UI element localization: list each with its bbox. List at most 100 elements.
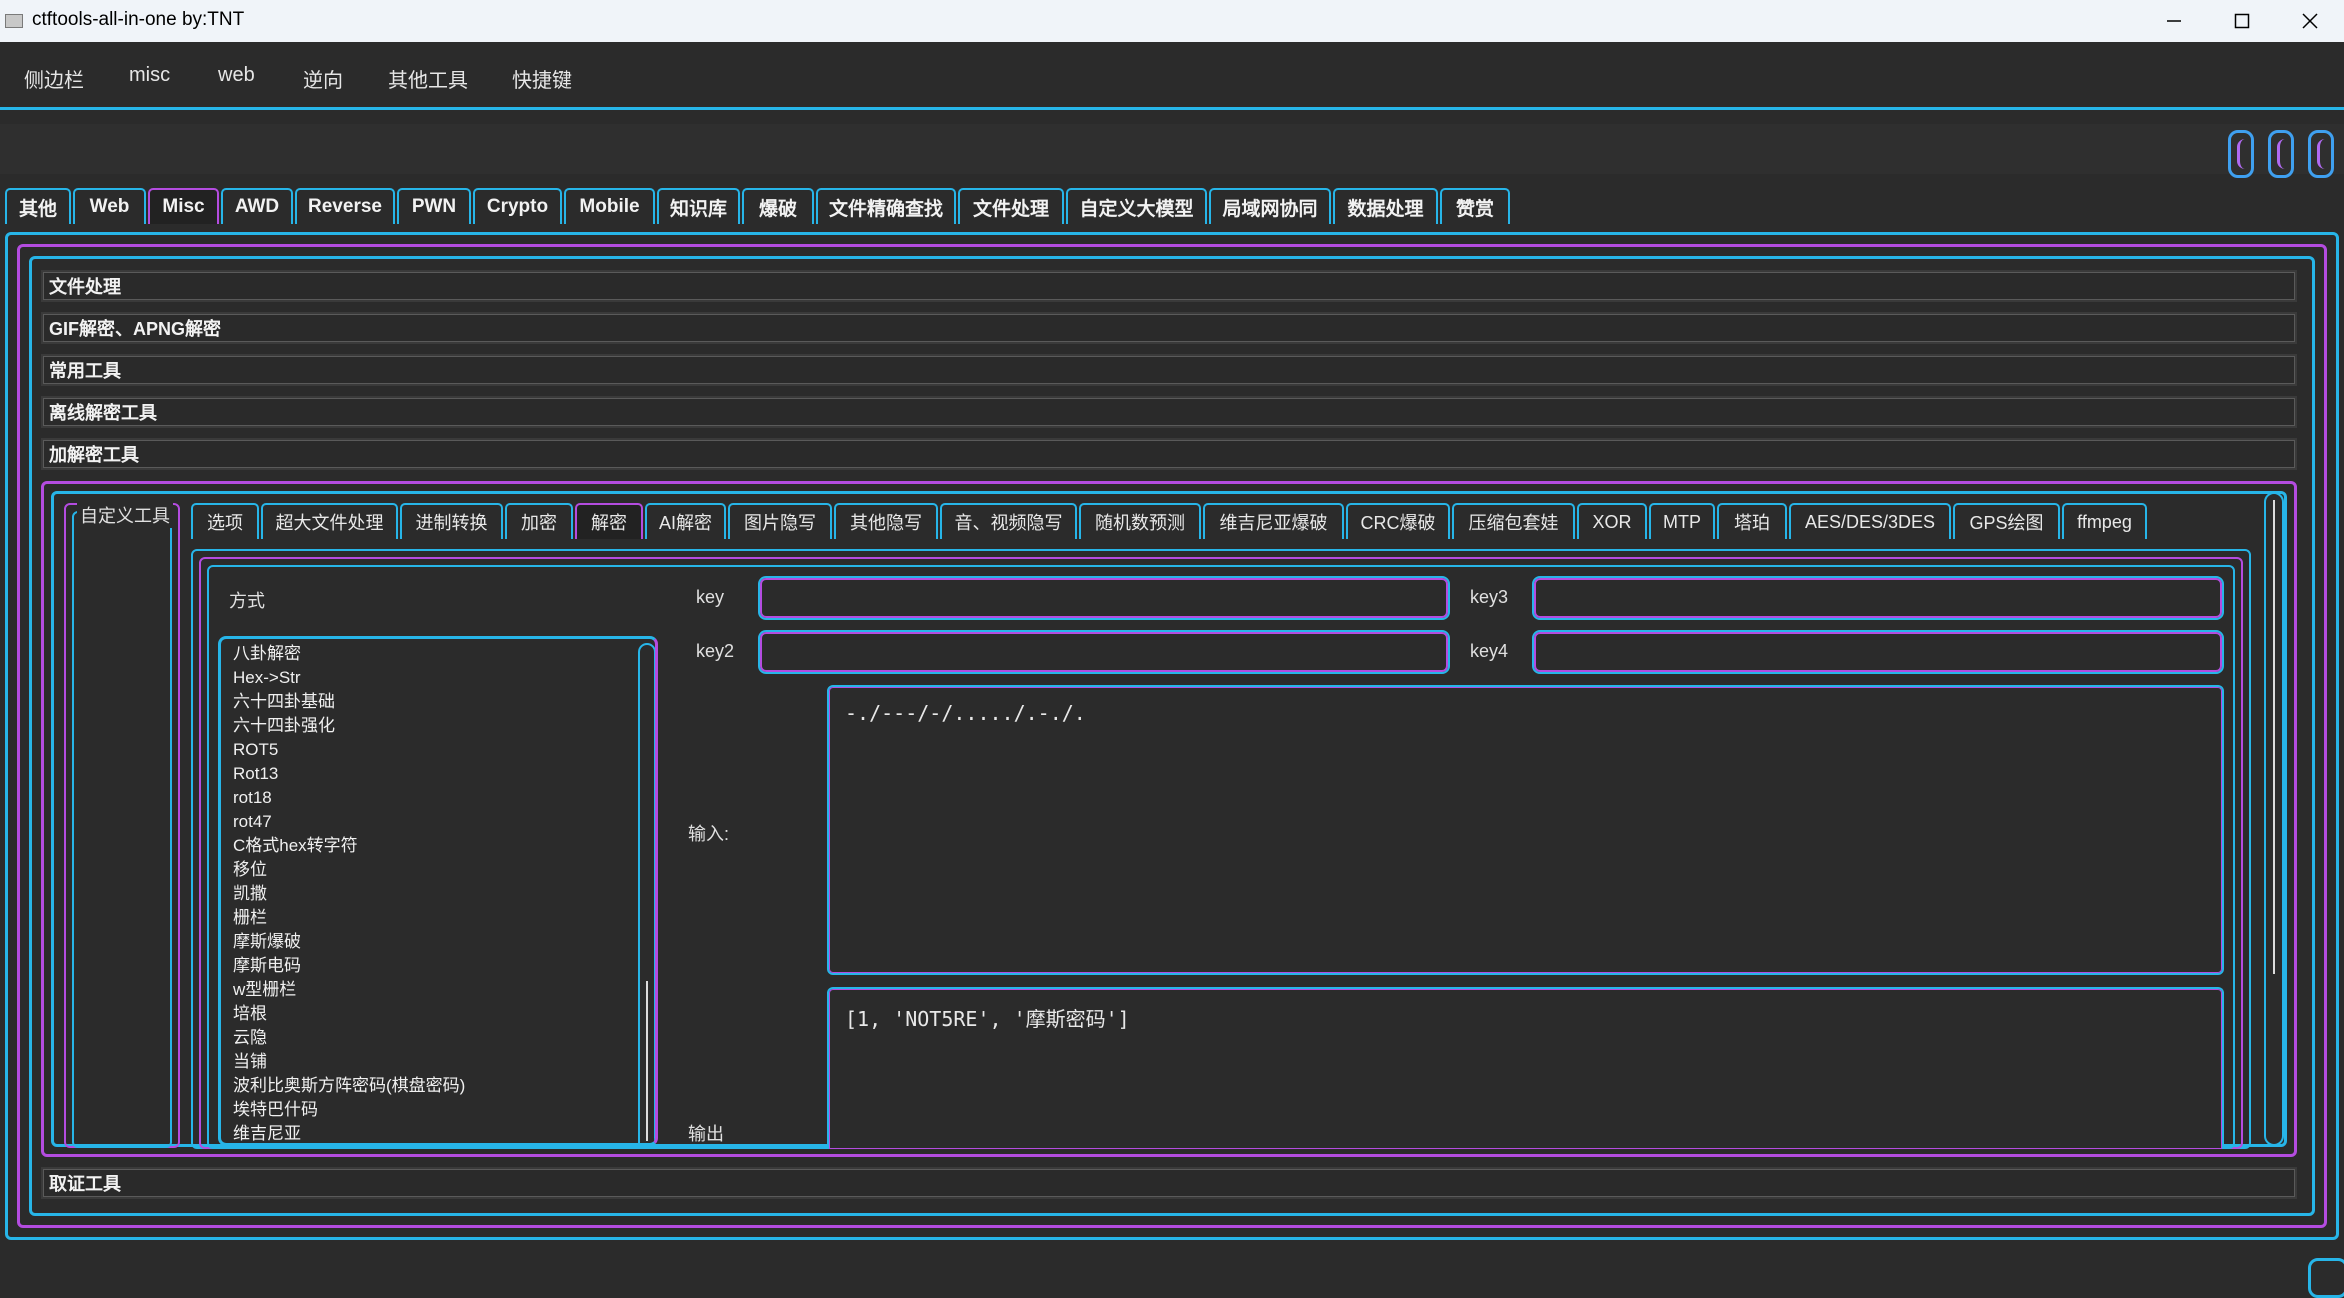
method-item[interactable]: Hex->Str (233, 668, 301, 687)
section-crypto-tools[interactable]: 加解密工具 (41, 438, 2297, 470)
tab-data-process[interactable]: 数据处理 (1333, 188, 1438, 224)
toolbar-button-2[interactable] (2268, 130, 2294, 178)
key4-input[interactable] (1532, 630, 2224, 674)
section-label: GIF解密、APNG解密 (49, 319, 222, 339)
tab-other[interactable]: 其他 (5, 188, 71, 224)
subtab-decrypt[interactable]: 解密 (575, 503, 643, 539)
close-icon (2302, 13, 2318, 29)
subtab-gps-plot[interactable]: GPS绘图 (1953, 503, 2060, 539)
tab-reverse[interactable]: Reverse (295, 188, 395, 224)
tab-pwn[interactable]: PWN (397, 188, 471, 224)
method-item[interactable]: 培根 (233, 1004, 267, 1023)
method-item[interactable]: ROT5 (233, 740, 279, 759)
tab-knowledge[interactable]: 知识库 (657, 188, 740, 224)
custom-tool-label: 自定义工具 (77, 502, 173, 528)
menu-sidebar[interactable]: 侧边栏 (24, 70, 84, 92)
crypto-tools-scroll-thumb[interactable] (2273, 500, 2275, 974)
tab-awd[interactable]: AWD (221, 188, 293, 224)
toolbar-button-1[interactable] (2228, 130, 2254, 178)
output-label: 输出 (688, 1120, 724, 1146)
subtab-crc-brute[interactable]: CRC爆破 (1346, 503, 1450, 539)
section-gif-apng[interactable]: GIF解密、APNG解密 (41, 312, 2297, 344)
tab-crypto[interactable]: Crypto (473, 188, 562, 224)
subtab-ffmpeg[interactable]: ffmpeg (2062, 503, 2147, 539)
method-item[interactable]: C格式hex转字符 (233, 836, 358, 855)
crypto-tools-frame (41, 481, 2297, 1157)
subtab-zip-nesting[interactable]: 压缩包套娃 (1452, 503, 1575, 539)
method-list-scroll-thumb[interactable] (646, 981, 648, 1141)
input-textarea[interactable]: -./---/-/...../.-./. (827, 685, 2224, 975)
subtab-av-stego[interactable]: 音、视频隐写 (940, 503, 1077, 539)
subtab-aes-des[interactable]: AES/DES/3DES (1789, 503, 1951, 539)
method-item[interactable]: 波利比奥斯方阵密码(棋盘密码) (233, 1076, 466, 1095)
method-list-scrollbar[interactable] (638, 643, 655, 1143)
tab-brute[interactable]: 爆破 (742, 188, 814, 224)
key3-input[interactable] (1532, 576, 2224, 620)
output-textarea[interactable]: [1, 'NOT5RE', '摩斯密码'] (827, 987, 2224, 1149)
subtab-encrypt[interactable]: 加密 (505, 503, 573, 539)
subtab-options[interactable]: 选项 (191, 503, 259, 539)
tab-misc[interactable]: Misc (148, 188, 219, 224)
toolbar-button-3[interactable] (2308, 130, 2334, 178)
section-label: 离线解密工具 (49, 403, 157, 423)
key2-input[interactable] (758, 630, 1450, 674)
method-item[interactable]: 凯撒 (233, 884, 267, 903)
tab-web[interactable]: Web (73, 188, 146, 224)
menu-other-tools[interactable]: 其他工具 (388, 70, 468, 92)
maximize-button[interactable] (2208, 0, 2276, 42)
method-item[interactable]: rot18 (233, 788, 272, 807)
section-label: 常用工具 (49, 361, 121, 381)
tab-file-process[interactable]: 文件处理 (958, 188, 1064, 224)
method-item[interactable]: 当铺 (233, 1052, 267, 1071)
subtab-large-file[interactable]: 超大文件处理 (261, 503, 398, 539)
close-button[interactable] (2276, 0, 2344, 42)
subtab-random-predict[interactable]: 随机数预测 (1079, 503, 1201, 539)
crypto-tools-scrollbar[interactable] (2264, 492, 2284, 1146)
method-label: 方式 (229, 591, 265, 611)
subtab-ai-decrypt[interactable]: AI解密 (645, 503, 726, 539)
method-item[interactable]: w型栅栏 (233, 980, 297, 999)
tab-mobile[interactable]: Mobile (564, 188, 655, 224)
method-item[interactable]: Rot13 (233, 764, 279, 783)
subtab-other-stego[interactable]: 其他隐写 (834, 503, 938, 539)
section-label: 加解密工具 (49, 445, 139, 465)
method-item[interactable]: 摩斯爆破 (233, 932, 301, 951)
method-item[interactable]: 摩斯电码 (233, 956, 301, 975)
section-common-tools[interactable]: 常用工具 (41, 354, 2297, 386)
subtab-xor[interactable]: XOR (1577, 503, 1647, 539)
minimize-button[interactable] (2140, 0, 2208, 42)
section-forensics[interactable]: 取证工具 (41, 1167, 2297, 1199)
method-item[interactable]: 六十四卦强化 (233, 716, 335, 735)
section-offline-decrypt[interactable]: 离线解密工具 (41, 396, 2297, 428)
section-file-process[interactable]: 文件处理 (41, 270, 2297, 302)
menu-bar: 侧边栏 misc web 逆向 其他工具 快捷键 (0, 42, 2344, 110)
method-item[interactable]: 六十四卦基础 (233, 692, 335, 711)
subtab-tupper[interactable]: 塔珀 (1717, 503, 1787, 539)
subtab-vigenere-brute[interactable]: 维吉尼亚爆破 (1203, 503, 1344, 539)
method-item[interactable]: 移位 (233, 860, 267, 879)
custom-tool-group-inner (72, 511, 172, 1148)
key2-label: key2 (696, 641, 735, 661)
menu-web[interactable]: web (218, 64, 255, 86)
method-item[interactable]: 栅栏 (233, 908, 267, 927)
method-item[interactable]: 维吉尼亚 (233, 1124, 301, 1143)
method-item[interactable]: rot47 (233, 812, 272, 831)
menu-shortcuts[interactable]: 快捷键 (512, 70, 572, 92)
status-corner-button[interactable] (2308, 1258, 2344, 1298)
subtab-radix[interactable]: 进制转换 (400, 503, 503, 539)
maximize-icon (2234, 13, 2250, 29)
method-item[interactable]: 八卦解密 (233, 644, 301, 663)
subtab-mtp[interactable]: MTP (1649, 503, 1715, 539)
status-bar (0, 1252, 2344, 1298)
menu-misc[interactable]: misc (129, 64, 171, 86)
method-item[interactable]: 埃特巴什码 (233, 1100, 318, 1119)
tab-custom-llm[interactable]: 自定义大模型 (1066, 188, 1207, 224)
subtab-image-stego[interactable]: 图片隐写 (728, 503, 832, 539)
method-item[interactable]: 云隐 (233, 1028, 267, 1047)
menu-reverse[interactable]: 逆向 (303, 70, 343, 92)
tab-lan[interactable]: 局域网协同 (1209, 188, 1331, 224)
key-input[interactable] (758, 576, 1450, 620)
tab-donate[interactable]: 赞赏 (1440, 188, 1510, 224)
tab-file-search[interactable]: 文件精确查找 (816, 188, 956, 224)
